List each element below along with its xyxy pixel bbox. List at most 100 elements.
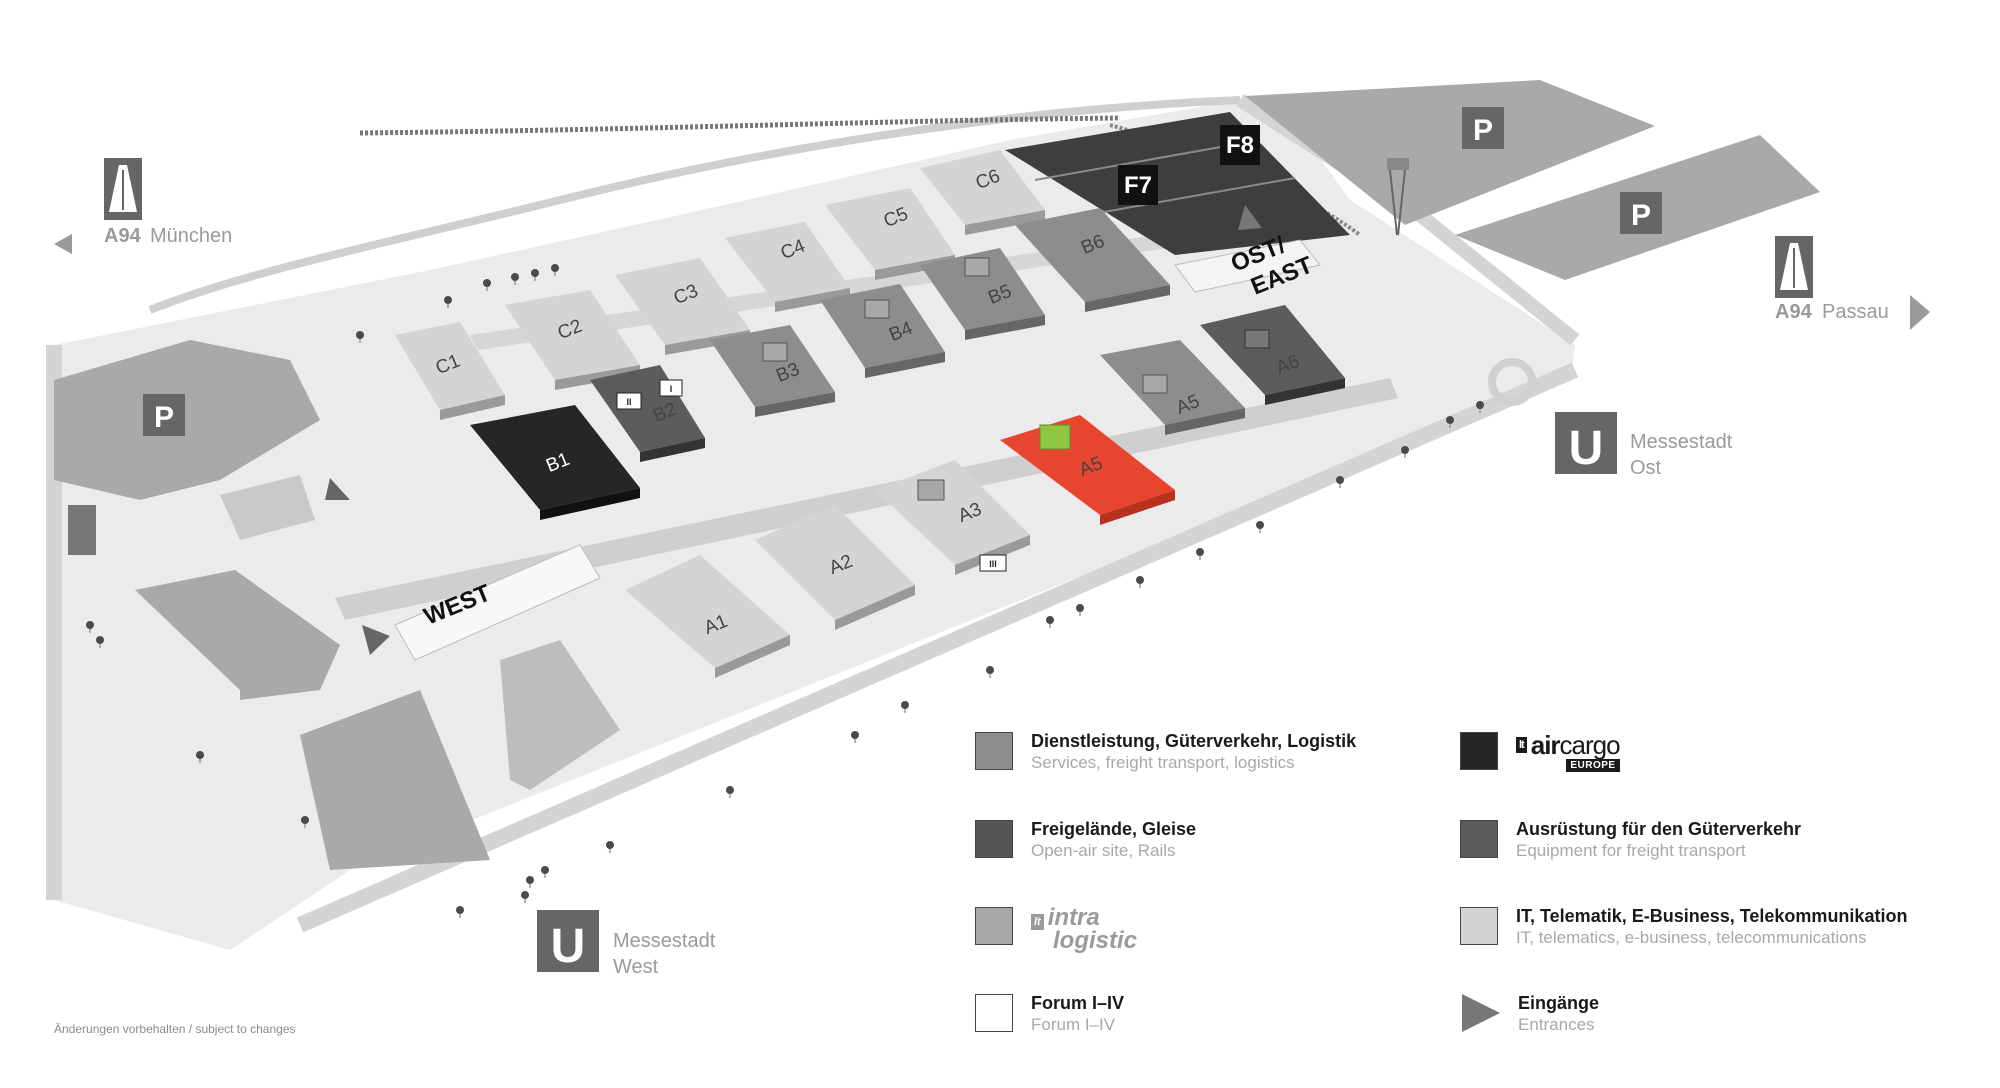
legend-equipment-title: Ausrüstung für den Güterverkehr: [1516, 819, 1802, 839]
swatch-equipment: [1460, 820, 1498, 858]
svg-text:U: U: [551, 920, 586, 973]
legend-item-services: Dienstleistung, Güterverkehr, Logistik S…: [975, 730, 1356, 774]
hall-a6[interactable]: A6: [1200, 305, 1345, 405]
hall-b2[interactable]: B2: [590, 365, 705, 462]
aircargo-logo-sub: EUROPE: [1566, 759, 1620, 772]
legend-item-it: IT, Telematik, E-Business, Telekommunika…: [1460, 905, 1907, 949]
forum-badge-1: I: [659, 379, 683, 397]
parking-garage: [500, 640, 620, 790]
legend-item-entrances: Eingänge Entrances: [1460, 992, 1599, 1036]
swatch-forum: [975, 994, 1013, 1032]
service-building: [220, 475, 315, 540]
svg-text:F7: F7: [1124, 172, 1152, 199]
station-sign-east: U: [1555, 412, 1617, 475]
central-walkway: [335, 378, 1398, 620]
legend-it-title: IT, Telematik, E-Business, Telekommunika…: [1516, 906, 1908, 926]
hall-a2[interactable]: A2: [755, 505, 915, 630]
hall-b1[interactable]: B1: [470, 405, 640, 520]
swatch-aircargo: [1460, 732, 1498, 770]
open-air-sign-f8: F8: [1220, 125, 1260, 165]
roundabout: [1488, 358, 1536, 406]
legend-open-air-subtitle: Open-air site, Rails: [1031, 841, 1176, 860]
lot-south-2: [300, 690, 490, 870]
road-curve: [148, 96, 1241, 314]
legend-entrances-title: Eingänge: [1518, 993, 1600, 1013]
forum-badge-2: II: [616, 392, 642, 410]
svg-text:P: P: [1631, 199, 1651, 232]
parking-sign-ne-1: P: [1462, 107, 1504, 149]
autobahn-sign-east: [1775, 236, 1813, 298]
forum-badge-3: III: [979, 554, 1007, 572]
parking-sign-west: P: [143, 394, 185, 436]
swatch-intralogistic: [975, 907, 1013, 945]
svg-text:U: U: [1569, 422, 1604, 475]
svg-text:I: I: [670, 384, 673, 394]
svg-text:III: III: [989, 559, 997, 569]
intralogistic-logo-mark: lt: [1031, 914, 1044, 930]
entrance-arrow-east: [1238, 205, 1262, 230]
hall-c1[interactable]: C1: [395, 322, 505, 420]
hall-c6[interactable]: C6: [920, 150, 1045, 235]
aircargo-logo: lt air cargo EUROPE: [1516, 730, 1621, 772]
hall-c3[interactable]: C3: [615, 258, 750, 355]
parking-lot-west: [54, 340, 320, 500]
parking-sign-ne-2: P: [1620, 192, 1662, 234]
road-west-city: München: [150, 225, 232, 247]
entrance-arrow-north: [325, 478, 350, 500]
hall-c4[interactable]: C4: [725, 222, 850, 312]
hall-b3[interactable]: B3: [710, 325, 835, 417]
legend-services-subtitle: Services, freight transport, logistics: [1031, 753, 1295, 772]
hall-c2[interactable]: C2: [505, 290, 640, 390]
swatch-services: [975, 732, 1013, 770]
legend: Dienstleistung, Güterverkehr, Logistik S…: [975, 730, 1975, 1050]
hall-b4[interactable]: B4: [820, 284, 945, 378]
road-west-name: A94: [104, 225, 142, 247]
arrow-left-icon: [54, 234, 72, 254]
svg-text:II: II: [626, 397, 631, 407]
station-west-line1: Messestadt: [613, 930, 716, 952]
hall-b5[interactable]: B5: [920, 248, 1045, 340]
station-east-line2: Ost: [1630, 457, 1662, 479]
tower: [1387, 158, 1409, 236]
legend-item-forum: Forum I–IV Forum I–IV: [975, 992, 1124, 1036]
legend-services-title: Dienstleistung, Güterverkehr, Logistik: [1031, 731, 1357, 751]
autobahn-sign-west: [104, 158, 142, 220]
hall-a1[interactable]: A1: [625, 555, 790, 678]
legend-equipment-subtitle: Equipment for freight transport: [1516, 841, 1746, 860]
rail-track: [359, 115, 1121, 136]
hall-a5[interactable]: A5: [1100, 340, 1245, 435]
station-sign-west: U: [537, 910, 599, 973]
legend-open-air-title: Freigelände, Gleise: [1031, 819, 1197, 839]
entrance-arrow-icon: [1462, 994, 1500, 1032]
hall-a5-highlighted[interactable]: A5: [1000, 415, 1175, 525]
entrance-arrow-west: [362, 625, 390, 655]
legend-item-open-air: Freigelände, Gleise Open-air site, Rails: [975, 818, 1196, 862]
hall-c5[interactable]: C5: [825, 188, 955, 280]
footnote: Änderungen vorbehalten / subject to chan…: [54, 1022, 296, 1036]
intralogistic-logo-word1: intra: [1047, 904, 1100, 931]
road-south: [296, 362, 1579, 933]
tower-building: [68, 505, 96, 555]
legend-entrances-subtitle: Entrances: [1518, 1015, 1595, 1034]
swatch-open-air: [975, 820, 1013, 858]
road-east-name: A94: [1775, 301, 1813, 323]
hall-a3[interactable]: A3: [875, 460, 1030, 575]
aircargo-logo-word2: cargo: [1559, 730, 1621, 760]
open-air-sign-f7: F7: [1118, 165, 1158, 205]
parking-lot-ne-1: [1245, 80, 1655, 225]
aircargo-logo-word1: air: [1530, 730, 1561, 760]
station-east-line1: Messestadt: [1630, 431, 1733, 453]
aircargo-logo-mark: lt: [1516, 737, 1527, 753]
svg-text:P: P: [154, 401, 174, 434]
lot-south-1: [135, 570, 340, 700]
legend-it-subtitle: IT, telematics, e-business, telecommunic…: [1516, 928, 1867, 947]
arrow-right-icon: [1910, 295, 1930, 330]
legend-item-equipment: Ausrüstung für den Güterverkehr Equipmen…: [1460, 818, 1801, 862]
hall-b6[interactable]: B6: [1015, 208, 1170, 312]
legend-forum-subtitle: Forum I–IV: [1031, 1015, 1116, 1034]
intralogistic-logo-word2: logistic: [1053, 927, 1138, 954]
swatch-it: [1460, 907, 1498, 945]
